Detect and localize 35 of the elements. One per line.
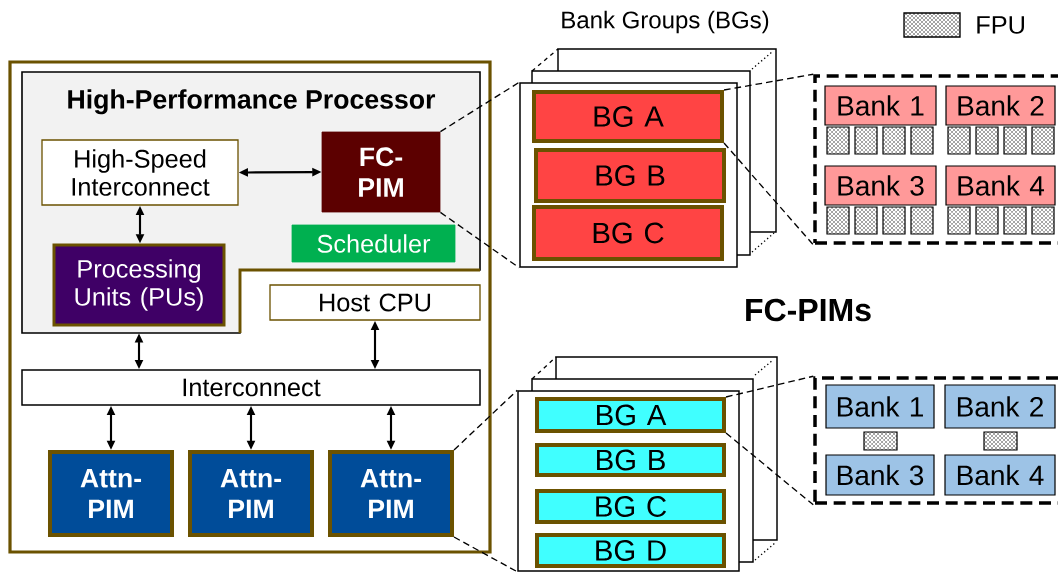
pim-box: Attn-PIM (48, 450, 174, 537)
bank-group-box: BG B (534, 148, 726, 203)
zoom-line (453, 536, 518, 572)
bank-group-box: BG A (532, 90, 724, 143)
pim-box: Attn-PIM (188, 450, 314, 537)
scheduler-box: Scheduler (291, 224, 456, 263)
system-box (8, 60, 492, 554)
processing-box: Processing Units (PUs) (52, 243, 226, 327)
heading: Bank Groups (BGs) (562, 10, 769, 34)
pim-box: FC-PIM (321, 131, 441, 213)
zoom-line (725, 375, 814, 398)
cpu-box: Host CPU (269, 284, 481, 321)
bank-group-box: BG C (535, 489, 726, 524)
legend-label: FPU (977, 16, 1024, 34)
zoom-line (723, 142, 814, 246)
zoom-line (723, 73, 814, 91)
bank-box: Bank 3 (824, 165, 937, 206)
bank-box: Bank 1 (825, 384, 935, 429)
bank-box: Bank 4 (944, 454, 1056, 496)
interconnect-box: High-Speed Interconnect (41, 139, 239, 206)
zoom-line (439, 81, 520, 133)
pim-box: Attn-PIM (328, 450, 454, 537)
bank-group-box: BG B (535, 443, 726, 477)
bank-box: Bank 2 (945, 85, 1056, 126)
bank-box: Bank 4 (945, 165, 1056, 206)
interconnect-box: Interconnect (21, 369, 481, 406)
heading: FC-PIMs (746, 298, 871, 322)
bank-box: Bank 1 (824, 85, 937, 126)
bank-group-box: BG D (535, 533, 726, 568)
bank-group-box: BG C (532, 205, 724, 261)
bank-box: Bank 3 (825, 454, 935, 496)
zoom-line (453, 389, 518, 451)
bank-box: Bank 2 (944, 384, 1056, 429)
zoom-line (725, 432, 814, 506)
bank-group-box: BG A (535, 397, 726, 433)
